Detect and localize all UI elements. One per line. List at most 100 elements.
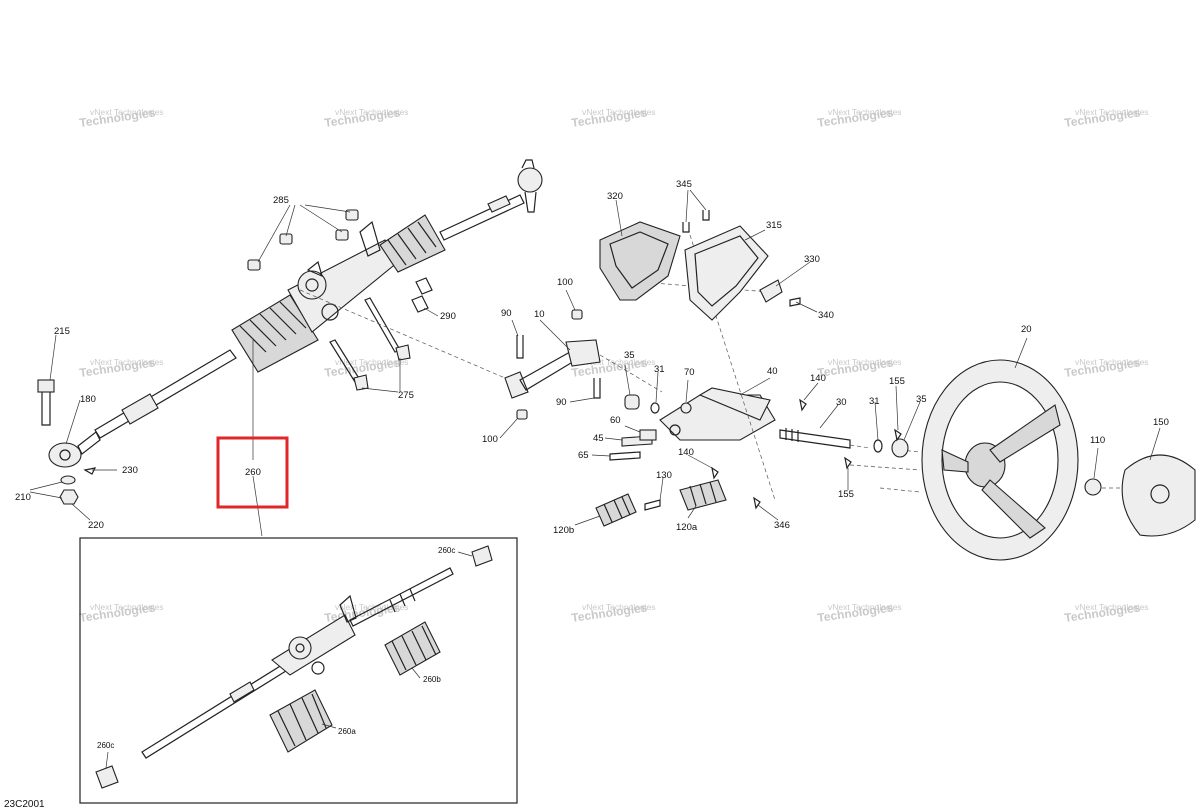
rack-boot-left [231, 294, 319, 373]
watermark: vNext Technologies Technologies [323, 105, 408, 130]
leader-line [757, 504, 779, 521]
tie-rod-end-right [517, 167, 543, 193]
watermark: vNext Technologies Technologies [1063, 355, 1148, 380]
leader-line [624, 425, 641, 433]
watermark: vNext Technologies Technologies [1063, 105, 1148, 130]
tie-rod-sleeve-right [487, 195, 511, 213]
leader-line [903, 401, 921, 441]
leader-line [685, 379, 689, 403]
leader-line [499, 417, 519, 439]
inset-bracket [339, 594, 357, 623]
callout-260c-bottom: 260c [97, 741, 114, 750]
column-covers [599, 210, 801, 321]
callout-220: 220 [88, 520, 104, 531]
bushing-285c [335, 229, 349, 241]
callout-260b: 260b [423, 675, 441, 684]
leader-lines [29, 189, 1161, 537]
spoke-lower [981, 479, 1046, 539]
leader [457, 551, 473, 557]
highlight-box-260 [216, 436, 289, 509]
cover-315-inner [694, 235, 759, 307]
boot-260b [384, 621, 441, 676]
sleeve-260c-bottom [95, 765, 119, 789]
callout-155-top: 155 [889, 376, 905, 387]
spoke-upper [989, 404, 1061, 463]
callout-70: 70 [684, 367, 695, 378]
bushing-35-right [891, 438, 909, 458]
watermark-text: vNext Technologies [582, 602, 656, 612]
inset-mount-bore [311, 661, 325, 675]
pinion-bore [305, 278, 319, 292]
watermark-text: vNext Technologies [90, 602, 164, 612]
watermark-text: vNext Technologies [1075, 107, 1149, 117]
callout-120b: 120b [553, 525, 574, 536]
bolt-90-top [516, 335, 524, 359]
boot-260a-ribs [277, 693, 327, 747]
cover-315 [684, 225, 769, 321]
u-joint-upper [565, 339, 601, 367]
bolt-90-bottom [593, 378, 601, 399]
pinion-housing [297, 270, 327, 300]
callout-315: 315 [766, 220, 782, 231]
boot-120b-ribs [603, 496, 631, 523]
spacer-70 [680, 402, 692, 414]
leader-line [1093, 447, 1099, 479]
callout-10: 10 [534, 309, 545, 320]
callout-260: 260 [245, 467, 261, 478]
inset-sleeve [229, 681, 255, 703]
bolt-130 [644, 499, 661, 511]
bolt-65 [609, 451, 641, 461]
alignment-line [299, 289, 506, 379]
washer-210 [60, 475, 76, 485]
watermark-text: vNext Technologies [335, 357, 409, 367]
leader-line [744, 229, 766, 241]
callout-90-top: 90 [501, 308, 512, 319]
callout-45: 45 [593, 433, 604, 444]
callout-155-bottom: 155 [838, 489, 854, 500]
screw-340 [789, 297, 801, 307]
watermark-text: vNext Technologies [90, 107, 164, 117]
alignment-line [689, 234, 776, 501]
tie-rod-end-bore [59, 449, 71, 461]
boot-260b-ribs [391, 625, 437, 671]
bolt-215-head [37, 379, 55, 393]
callout-340: 340 [818, 310, 834, 321]
leader-line [423, 307, 439, 317]
leader-line [1149, 427, 1161, 461]
column-shaft-30 [779, 429, 851, 449]
leader-line [591, 454, 611, 457]
bracket-hole [669, 424, 681, 436]
callout-30: 30 [836, 397, 847, 408]
boot-ribs-right [387, 221, 437, 266]
inset-rack-shaft-right [349, 567, 454, 627]
inset-pinion-housing [288, 636, 312, 660]
leader-line [615, 199, 623, 237]
leader-line [257, 204, 351, 263]
tie-rod-end-left [48, 442, 82, 468]
leader-line [895, 385, 899, 431]
callout-110: 110 [1090, 435, 1105, 446]
watermark-text: vNext Technologies [828, 602, 902, 612]
callout-345: 345 [676, 179, 692, 190]
tie-rod-sleeve [121, 393, 159, 425]
leader-line [511, 319, 519, 337]
callout-130: 130 [656, 470, 672, 481]
callout-346: 346 [774, 520, 790, 531]
inset-rack-housing [271, 614, 356, 676]
callout-140-top: 140 [810, 373, 826, 384]
callout-275: 275 [398, 390, 414, 401]
tie-rod-end-stem [524, 191, 537, 213]
watermark: vNext Technologies Technologies [78, 600, 163, 625]
shaft-10 [519, 351, 577, 391]
spoke-left [941, 449, 969, 473]
screw-140-top [799, 398, 807, 412]
leader-line [624, 364, 631, 396]
callout-230: 230 [122, 465, 138, 476]
horn-cap-emblem [1150, 484, 1170, 504]
bushing-285d [345, 209, 359, 221]
nut-220 [59, 489, 79, 505]
watermark-text: vNext Technologies [582, 107, 656, 117]
callout-65: 65 [578, 450, 589, 461]
leader-line [71, 503, 91, 521]
